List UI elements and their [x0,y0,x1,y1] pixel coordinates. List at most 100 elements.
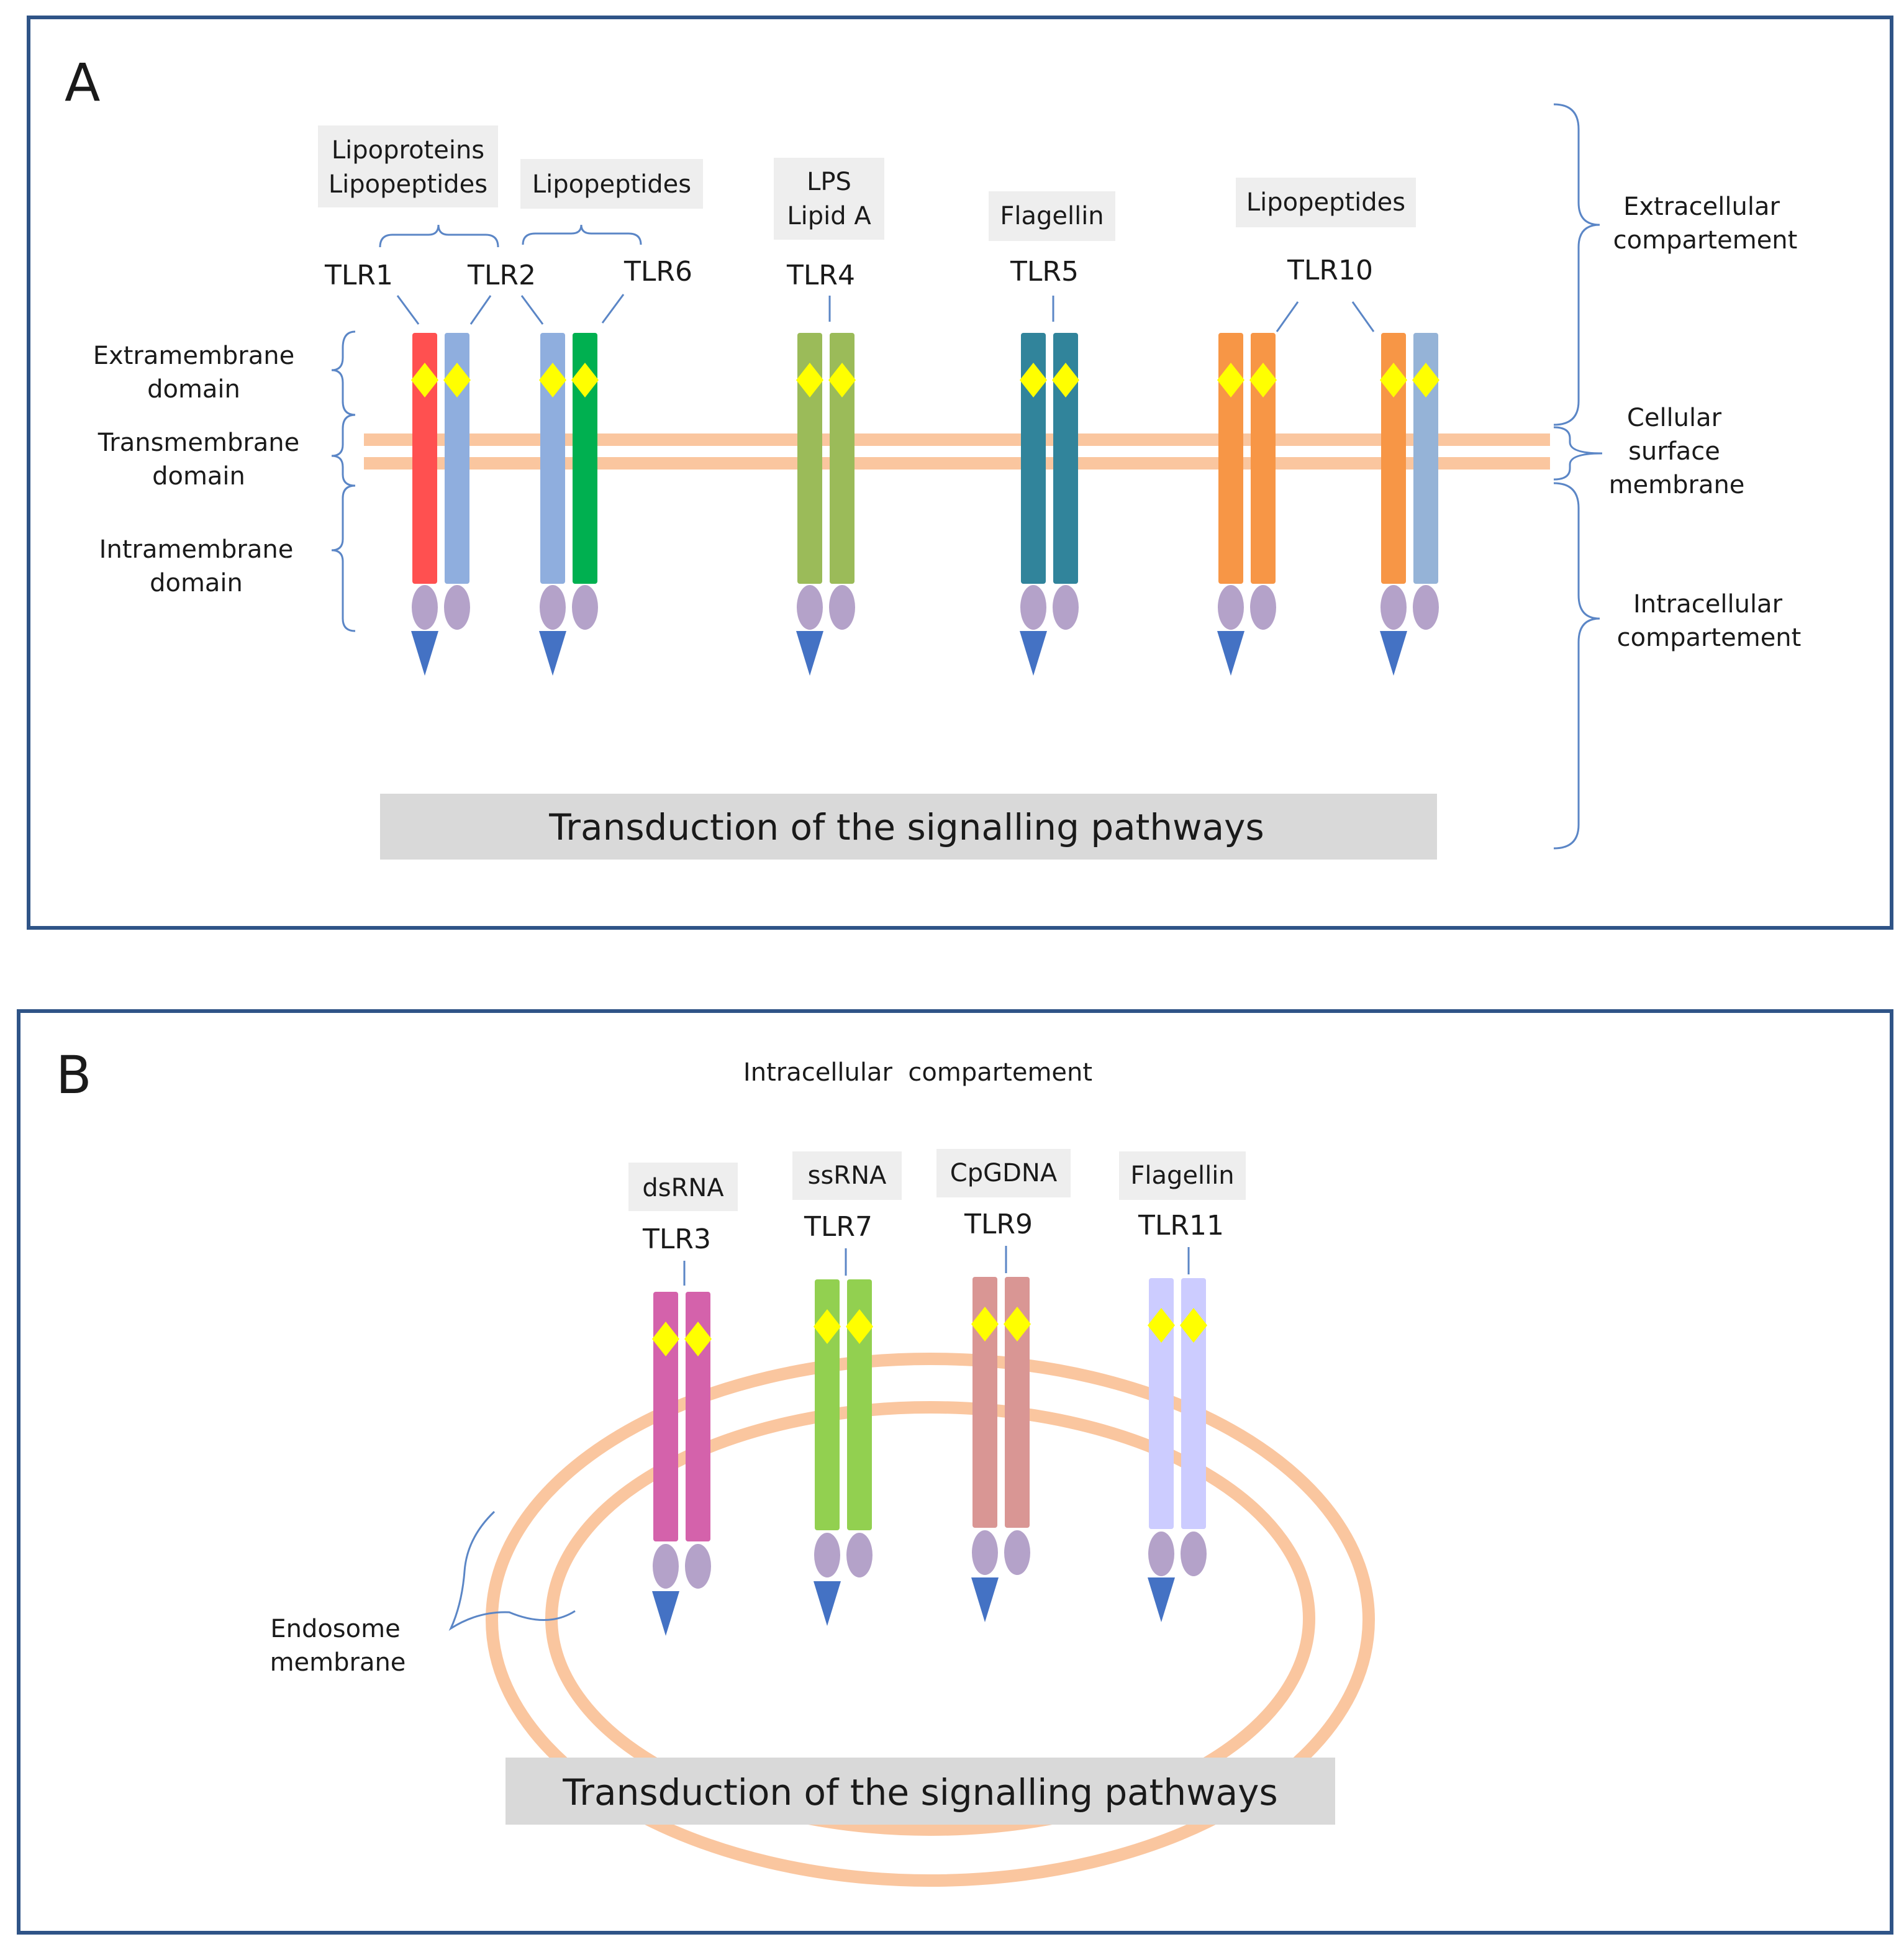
binding-site-diamond [443,363,471,397]
svg-text:domain: domain [147,375,240,404]
ligand-box [792,1151,902,1200]
receptor-chain [540,333,565,584]
endosome-membrane [486,1353,1375,1887]
tir-domain [814,1533,840,1577]
ligand-cpgdna: CpGDNA [950,1159,1058,1187]
label-endosome-membrane: Endosome membrane [270,1615,406,1677]
tir-domain [1053,585,1079,630]
panel-a-frame [27,16,1893,930]
tir-domain [540,585,566,630]
ligand-box [936,1149,1071,1197]
svg-text:Intracellular: Intracellular [1633,590,1783,619]
ligand-lps-lipid-a: LPS Lipid A [774,158,884,240]
svg-text:Lipid A: Lipid A [787,202,871,230]
binding-site-diamond [1180,1308,1207,1343]
ligand-ssrna: ssRNA [808,1161,887,1190]
dimer-tlr2-tlr6 [539,333,599,676]
svg-text:LPS: LPS [807,168,851,196]
dimer-tlr10-a [1217,333,1277,676]
panel-a-letter: A [65,52,100,113]
receptor-chain [1149,1278,1174,1529]
signal-arrow [1380,631,1407,676]
receptor-chain [1381,333,1406,584]
tir-domain [846,1533,873,1577]
svg-text:Transduction of the signalling: Transduction of the signalling pathways [548,806,1264,848]
dimer-tlr4 [796,333,856,676]
signal-arrow [814,1581,841,1626]
ligand-lipoproteins-lipopeptides: Lipoproteins Lipopeptides [318,125,498,207]
svg-text:Transduction of the signalling: Transduction of the signalling pathways [562,1771,1277,1813]
svg-text:Lipoproteins: Lipoproteins [332,136,484,165]
receptor-name-tlr11: TLR11 [1138,1210,1224,1241]
ligand-dsrna: dsRNA [642,1174,724,1202]
binding-site-diamond [1148,1308,1175,1343]
tir-domain [1004,1530,1030,1575]
svg-text:Cellular: Cellular [1627,404,1722,432]
receptor-chain [412,333,437,584]
panel-b: B Intracellular compartement dsRNA TLR3 ss… [17,1009,1893,1935]
panel-b-compartment-title: Intracellular compartement [743,1058,1092,1087]
signal-arrow [796,631,823,676]
svg-text:Intramembrane: Intramembrane [99,535,294,564]
svg-text:Extramembrane: Extramembrane [93,342,294,370]
binding-site-diamond [1020,363,1047,397]
binding-site-diamond [828,363,856,397]
svg-text:Endosome: Endosome [270,1615,400,1643]
transduction-bar-a: Transduction of the signalling pathways [380,794,1437,860]
tir-domain [572,585,598,630]
receptor-chain [1251,333,1276,584]
ligand-box [628,1163,738,1211]
binding-site-diamond [1052,363,1079,397]
binding-site-diamond [846,1309,873,1344]
receptor-chain [1181,1278,1206,1529]
binding-site-diamond [1412,363,1439,397]
svg-text:domain: domain [150,569,243,597]
ligand-flagellin: Flagellin [989,191,1115,241]
panel-b-frame [17,1009,1893,1935]
label-cellular-surface-membrane: Cellular surface membrane [1609,404,1745,499]
tir-domain [1413,585,1439,630]
tir-domain [1218,585,1244,630]
receptor-chain [847,1279,872,1530]
panel-b-letter: B [56,1045,92,1105]
receptor-chain [972,1277,997,1528]
binding-site-diamond [1217,363,1244,397]
label-transmembrane-domain: Transmembrane domain [97,429,300,491]
tir-domain [1148,1532,1174,1576]
receptor-name-tlr3: TLR3 [642,1223,711,1255]
signal-arrow [1148,1577,1175,1622]
binding-site-diamond [814,1309,841,1344]
compartment-brace [1553,103,1603,850]
signal-arrow [971,1577,999,1622]
binding-site-diamond [571,363,599,397]
domain-brace [331,330,356,632]
binding-site-diamond [411,363,438,397]
brace-tlr2-tlr6 [522,224,642,245]
receptor-name-tlr5: TLR5 [1010,256,1079,288]
label-extramembrane-domain: Extramembrane domain [93,342,294,404]
binding-site-diamond [971,1307,999,1341]
dimer-tlr5 [1020,333,1079,676]
ligand-lipopeptides-tlr2-tlr6: Lipopeptides [520,159,703,209]
binding-site-diamond [1004,1307,1031,1341]
label-intracellular-compartement: Intracellular compartement [1617,590,1802,652]
panel-a-receptors [411,333,1439,676]
svg-text:Lipopeptides: Lipopeptides [532,170,691,199]
binding-site-diamond [796,363,823,397]
svg-text:membrane: membrane [1609,471,1745,499]
ligand-flagellin: Flagellin [1130,1161,1234,1190]
binding-site-diamond [1380,363,1407,397]
svg-text:surface: surface [1628,437,1720,466]
tir-domain [685,1544,711,1589]
svg-text:Lipopeptides: Lipopeptides [329,170,487,199]
binding-site-diamond [684,1322,712,1356]
receptor-name-tlr9: TLR9 [964,1209,1033,1240]
tir-domain [412,585,438,630]
dimer-tlr3: dsRNA TLR3 [628,1163,738,1636]
ligand-box [1119,1151,1246,1200]
tir-domain [1380,585,1407,630]
